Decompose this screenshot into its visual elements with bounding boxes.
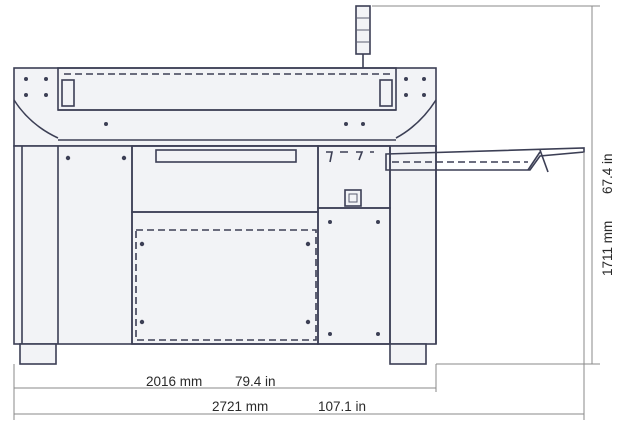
extension-table xyxy=(385,147,585,173)
machine-feet xyxy=(19,343,427,365)
machine-body xyxy=(13,145,437,345)
outer-width-in-label: 107.1 in xyxy=(318,399,366,414)
dimension-lines xyxy=(13,5,600,420)
inner-width-in-label: 79.4 in xyxy=(235,374,276,389)
height-mm-label: 1711 mm xyxy=(600,221,615,276)
inner-width-mm-label: 2016 mm xyxy=(146,374,202,389)
top-frame xyxy=(13,67,437,147)
height-in-label: 67.4 in xyxy=(600,153,615,194)
signal-tower xyxy=(355,5,371,68)
outer-width-mm-label: 2721 mm xyxy=(212,399,268,414)
